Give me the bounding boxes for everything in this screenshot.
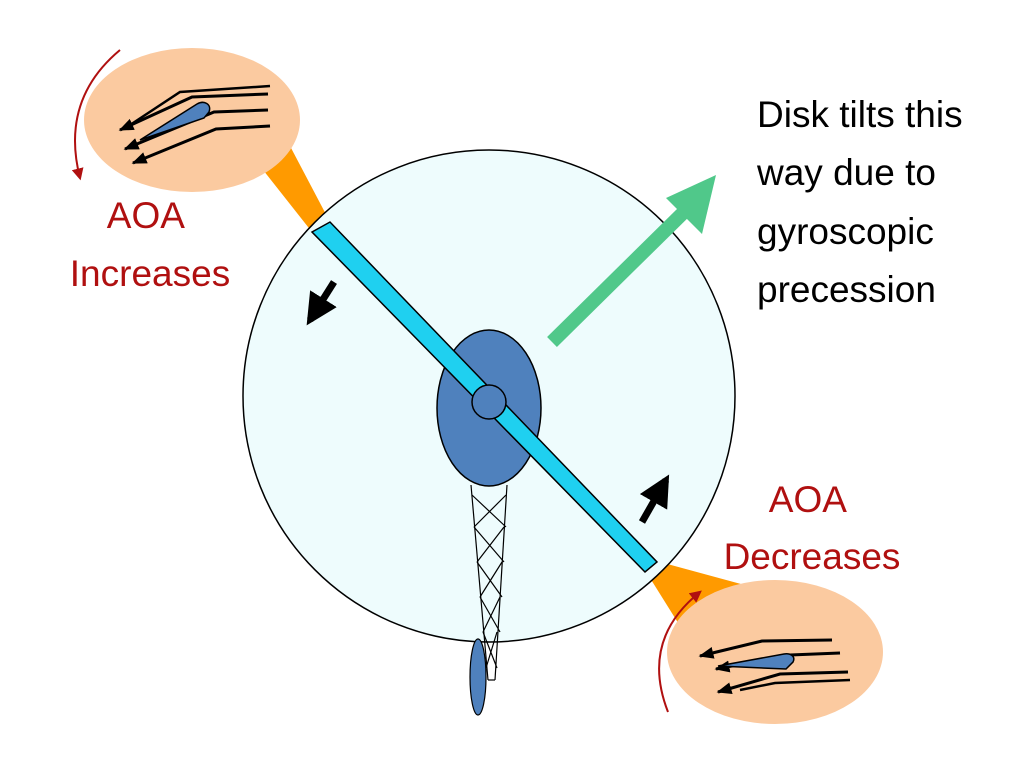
rotation-curved-arrow-icon: [658, 590, 702, 713]
aoa-decreases-label: AOA Decreases: [724, 479, 901, 577]
precession-arrowhead-icon: [666, 175, 716, 234]
airflow-streamline: [123, 108, 269, 151]
tail-boom: [470, 484, 508, 681]
disk-tilt-line-1: Disk tilts this: [757, 94, 963, 135]
aoa-decreases-line-2: Decreases: [724, 536, 901, 577]
airflow-streamline: [118, 92, 269, 132]
aoa-decreases-line-1: AOA: [769, 479, 847, 520]
airfoil-bottom: [698, 638, 851, 694]
rotor-hub: [471, 384, 507, 420]
disk-tilt-line-3: gyroscopic: [757, 211, 934, 252]
airflow-streamline: [716, 670, 849, 694]
disk-tilt-line-2: way due to: [756, 152, 936, 193]
airflow-streamline: [739, 678, 851, 692]
blade-motion-arrow-icon: [638, 474, 670, 524]
airfoil-top: [118, 84, 271, 165]
airflow-streamline: [698, 638, 833, 659]
tail-rotor: [469, 638, 487, 716]
airfoil-shape: [139, 101, 211, 141]
disk-tilt-line-4: precession: [757, 269, 936, 310]
airflow-streamline: [129, 84, 271, 127]
airflow-streamline: [131, 124, 271, 165]
precession-arrow-icon: [547, 203, 693, 347]
callout-bubble-bottom: [667, 580, 883, 724]
airfoil-shape: [717, 653, 795, 670]
blade-motion-arrow-icon: [306, 280, 337, 326]
disk-tilt-label: Disk tilts this way due to gyroscopic pr…: [756, 94, 973, 310]
aoa-increases-label: AOA Increases: [70, 195, 230, 294]
rotation-curved-arrow-icon: [71, 49, 121, 181]
aoa-increases-line-2: Increases: [70, 253, 230, 294]
aoa-increases-line-1: AOA: [107, 195, 185, 236]
